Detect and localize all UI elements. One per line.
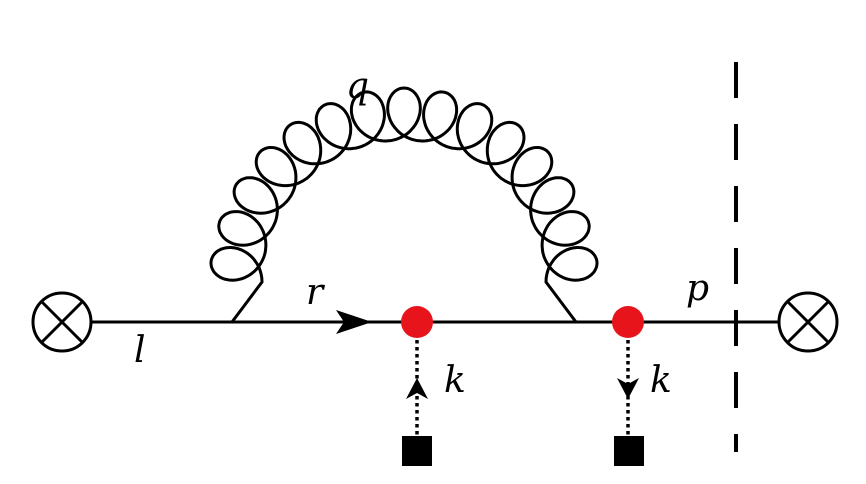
external-vertex-right <box>777 291 839 353</box>
external-vertex-left <box>31 291 93 353</box>
label-gluon-momentum: q <box>346 66 369 107</box>
label-insertion-left: k <box>444 360 466 401</box>
insertion-right <box>614 340 644 466</box>
label-internal-momentum: r <box>306 272 325 313</box>
arrow-down-icon <box>617 378 639 399</box>
label-insertion-right: k <box>650 360 672 401</box>
arrow-up-icon <box>406 378 428 399</box>
vertex-left <box>401 306 433 338</box>
label-incoming-momentum: l <box>134 330 146 371</box>
filled-square-icon <box>614 436 644 466</box>
label-outgoing-momentum: p <box>686 268 709 309</box>
filled-square-icon <box>402 436 432 466</box>
fermion-arrow <box>336 310 372 334</box>
gluon-loop <box>209 86 599 323</box>
insertion-left <box>402 340 432 466</box>
vertex-right <box>612 306 644 338</box>
